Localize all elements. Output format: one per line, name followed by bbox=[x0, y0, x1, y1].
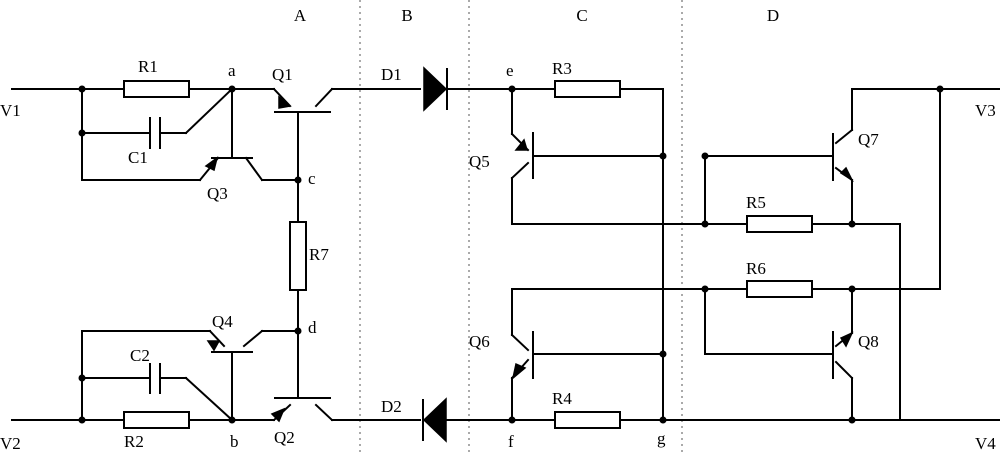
section-c-wiring bbox=[446, 88, 1000, 421]
label-q6: Q6 bbox=[469, 332, 490, 351]
label-r6: R6 bbox=[746, 259, 766, 278]
node-v1-junction bbox=[78, 85, 86, 93]
label-node-g: g bbox=[657, 429, 666, 448]
label-d1: D1 bbox=[381, 65, 402, 84]
resistor-r5 bbox=[746, 215, 813, 233]
label-r1: R1 bbox=[138, 57, 158, 76]
label-q2: Q2 bbox=[274, 428, 295, 447]
section-d-wiring bbox=[704, 88, 1000, 421]
resistor-r1 bbox=[123, 80, 190, 98]
label-r3: R3 bbox=[552, 59, 572, 78]
node-r5-left-junction bbox=[701, 220, 709, 228]
transistor-q5-emitter-arrow bbox=[514, 138, 529, 151]
label-q8: Q8 bbox=[858, 332, 879, 351]
label-c2: C2 bbox=[130, 346, 150, 365]
node-g bbox=[659, 416, 667, 424]
transistor-q8-emitter-arrow bbox=[839, 331, 854, 348]
label-q1: Q1 bbox=[272, 65, 293, 84]
transistor-q4-emitter-arrow bbox=[206, 340, 221, 352]
resistor-r6 bbox=[746, 280, 813, 298]
section-label-a: A bbox=[294, 6, 307, 25]
transistor-q6-emitter-arrow bbox=[511, 362, 527, 380]
node-b bbox=[228, 416, 236, 424]
node-d bbox=[294, 327, 302, 335]
label-r7: R7 bbox=[309, 245, 329, 264]
section-a-bottom bbox=[11, 289, 421, 422]
label-node-e: e bbox=[506, 61, 514, 80]
diode-d2 bbox=[422, 397, 447, 443]
label-r2: R2 bbox=[124, 432, 144, 451]
label-node-d: d bbox=[308, 318, 317, 337]
section-label-d: D bbox=[767, 6, 779, 25]
label-r4: R4 bbox=[552, 389, 572, 408]
resistor-r4 bbox=[554, 411, 621, 429]
section-a-top bbox=[11, 87, 421, 223]
transistor-q7-emitter-arrow bbox=[839, 166, 854, 183]
node-q5-base-junction bbox=[659, 152, 667, 160]
node-e bbox=[508, 85, 516, 93]
label-r5: R5 bbox=[746, 193, 766, 212]
diode-d1 bbox=[423, 66, 448, 112]
label-q3: Q3 bbox=[207, 184, 228, 203]
terminal-v1: V1 bbox=[0, 101, 21, 120]
label-c1: C1 bbox=[128, 148, 148, 167]
node-a bbox=[228, 85, 236, 93]
node-r6-left-junction bbox=[701, 285, 709, 293]
label-node-a: a bbox=[228, 61, 236, 80]
node-r6-right-junction bbox=[848, 285, 856, 293]
node-q6-base-junction bbox=[659, 350, 667, 358]
transistor-q3-emitter-arrow bbox=[204, 156, 219, 172]
label-q5: Q5 bbox=[469, 152, 490, 171]
node-r5-right-junction bbox=[848, 220, 856, 228]
terminal-v2: V2 bbox=[0, 434, 21, 453]
resistor-r7 bbox=[289, 221, 307, 291]
section-label-c: C bbox=[576, 6, 587, 25]
terminal-v3: V3 bbox=[975, 101, 996, 120]
capacitor-c1 bbox=[149, 117, 161, 149]
node-c2-junction bbox=[78, 374, 86, 382]
transistor-q1-emitter-arrow bbox=[278, 95, 292, 109]
node-c1-junction bbox=[78, 129, 86, 137]
label-d2: D2 bbox=[381, 397, 402, 416]
label-q4: Q4 bbox=[212, 312, 233, 331]
resistor-r3 bbox=[554, 80, 621, 98]
node-v2-junction bbox=[78, 416, 86, 424]
label-node-b: b bbox=[230, 432, 239, 451]
node-f bbox=[508, 416, 516, 424]
label-node-c: c bbox=[308, 169, 316, 188]
transistor-q2-emitter-arrow bbox=[270, 407, 286, 423]
node-v3-junction bbox=[936, 85, 944, 93]
label-q7: Q7 bbox=[858, 130, 879, 149]
terminal-v4: V4 bbox=[975, 434, 996, 453]
node-q8-emitter-junction bbox=[848, 416, 856, 424]
resistor-r2 bbox=[123, 411, 190, 429]
node-c bbox=[294, 176, 302, 184]
node-q7-base-junction bbox=[701, 152, 709, 160]
label-node-f: f bbox=[508, 432, 514, 451]
section-label-b: B bbox=[401, 6, 412, 25]
section-dividers bbox=[359, 0, 683, 453]
capacitor-c2 bbox=[149, 363, 161, 394]
